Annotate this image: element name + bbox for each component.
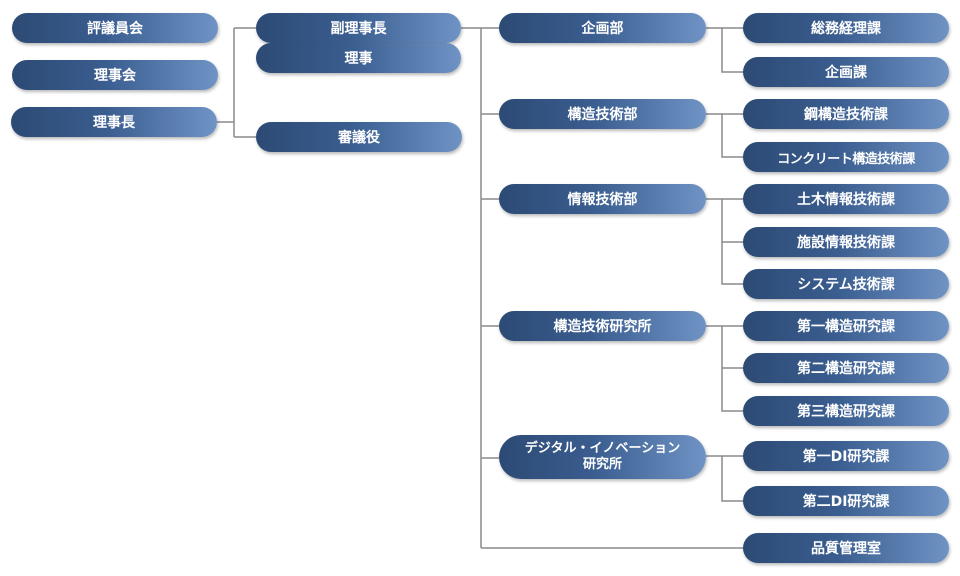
node-kokozogijutsuka: 鋼構造技術課: [743, 99, 949, 129]
node-dobokujohoka: 土木情報技術課: [743, 184, 949, 214]
node-rijikai: 理事会: [12, 60, 218, 90]
connector-johogijutsubu-sections: [706, 198, 743, 285]
node-rijicho: 理事長: [11, 107, 217, 137]
node-kozogijutsubu: 構造技術部: [499, 99, 706, 129]
node-di-kenkyusho-line1: デジタル・イノベーション: [524, 441, 681, 456]
node-hinshitsukanri: 品質管理室: [743, 533, 949, 563]
connector-fukurijicho-trunk: [461, 27, 482, 548]
node-shingiyaku: 審議役: [256, 122, 462, 152]
node-dai1di: 第一DI研究課: [743, 441, 949, 471]
connector-rijicho-branch: [217, 27, 256, 138]
connector-kenkyusho-sections: [706, 325, 743, 412]
node-di-kenkyusho-line2: 研究所: [582, 457, 622, 472]
connector-kozogijutsubu-sections: [706, 113, 743, 158]
node-concretegijutsuka: コンクリート構造技術課: [743, 142, 949, 172]
node-kikakuka: 企画課: [743, 57, 949, 87]
node-fukurijicho: 副理事長: [256, 13, 461, 43]
node-di-kenkyusho: デジタル・イノベーション 研究所: [499, 435, 706, 479]
node-dai3kozo: 第三構造研究課: [743, 396, 949, 426]
node-dai2kozo: 第二構造研究課: [743, 353, 949, 383]
node-somukeirika: 総務経理課: [743, 13, 949, 43]
node-kikakubu: 企画部: [499, 13, 706, 43]
connector-di-sections: [706, 455, 743, 502]
node-dai2di: 第二DI研究課: [743, 486, 949, 516]
node-hyogiinkai: 評議員会: [12, 13, 218, 43]
node-johogijutsubu: 情報技術部: [499, 184, 706, 214]
node-shisetsujohoka: 施設情報技術課: [743, 227, 949, 257]
connector-kikakubu-sections: [706, 27, 743, 73]
node-riji: 理事: [256, 43, 461, 73]
node-kozogijutsukenkyusho: 構造技術研究所: [499, 311, 706, 341]
node-systemgijutsuka: システム技術課: [743, 269, 949, 299]
node-dai1kozo: 第一構造研究課: [743, 311, 949, 341]
